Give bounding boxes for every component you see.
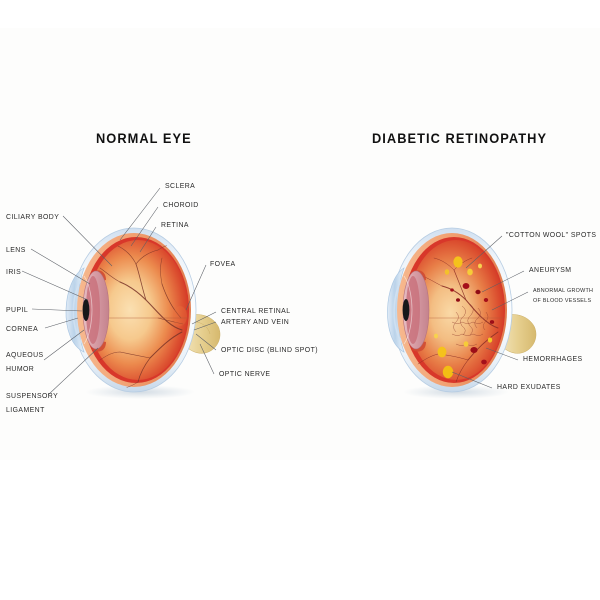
label-lens: LENS xyxy=(6,245,26,254)
label-retina: RETINA xyxy=(161,220,189,229)
label-abnormal-growth-line2: OF BLOOD VESSELS xyxy=(533,298,592,304)
label-central-retinal-line1: CENTRAL RETINAL xyxy=(221,306,291,315)
label-cornea: CORNEA xyxy=(6,324,39,333)
label-suspensory-ligament-line1: SUSPENSORY xyxy=(6,391,59,400)
label-suspensory-ligament-line2: LIGAMENT xyxy=(6,405,45,414)
label-aqueous-humor-line1: AQUEOUS xyxy=(6,350,44,359)
label-pupil: PUPIL xyxy=(6,305,29,314)
normal-eye-title: NORMAL EYE xyxy=(96,131,192,146)
label-optic-disc: OPTIC DISC (BLIND SPOT) xyxy=(221,345,318,354)
label-abnormal-growth-line1: ABNORMAL GROWTH xyxy=(533,288,594,294)
label-aneurysm: ANEURYSM xyxy=(529,265,572,274)
label-hemorrhages: HEMORRHAGES xyxy=(523,354,583,363)
label-iris: IRIS xyxy=(6,267,22,276)
label-central-retinal-line2: ARTERY AND VEIN xyxy=(221,317,290,326)
label-choroid: CHOROID xyxy=(163,200,199,209)
figure-panel xyxy=(0,28,600,460)
label-hard-exudates: HARD EXUDATES xyxy=(497,382,561,391)
label-fovea: FOVEA xyxy=(210,259,236,268)
label-ciliary-body: CILIARY BODY xyxy=(6,212,60,221)
label-cotton-wool-spots: "COTTON WOOL" SPOTS xyxy=(506,230,597,239)
diabetic-eye-title: DIABETIC RETINOPATHY xyxy=(372,131,548,146)
label-aqueous-humor-line2: HUMOR xyxy=(6,364,35,373)
label-sclera: SCLERA xyxy=(165,181,196,190)
label-optic-nerve: OPTIC NERVE xyxy=(219,369,271,378)
